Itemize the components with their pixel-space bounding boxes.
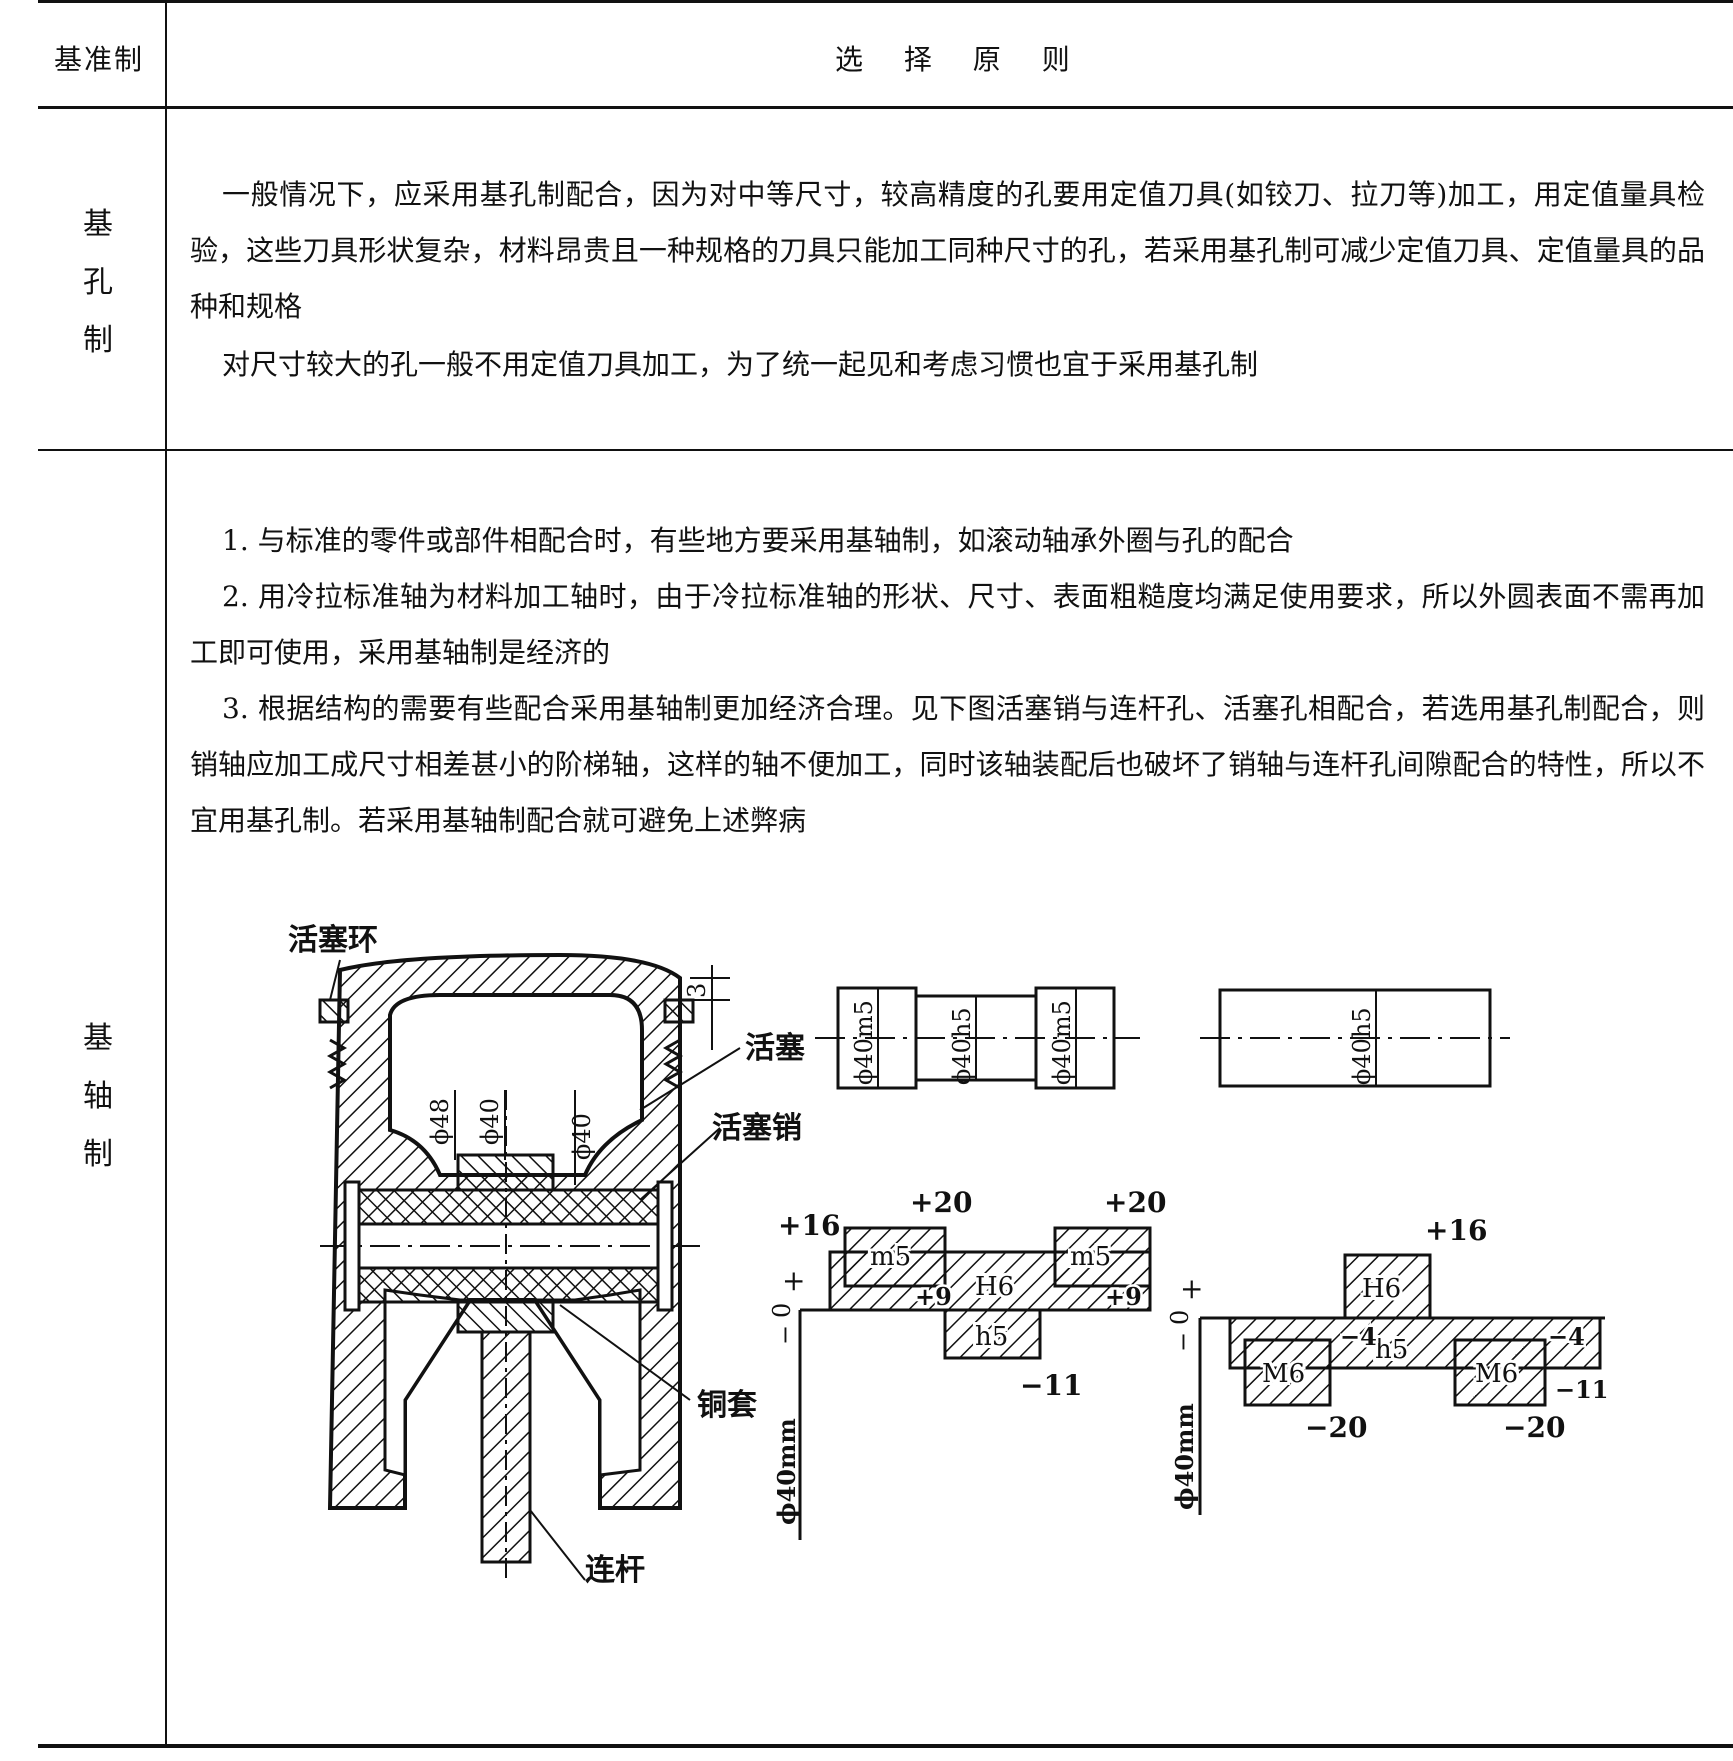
m5-right-label: m5 — [1070, 1242, 1111, 1272]
dim-40b-label: ϕ40 — [568, 1113, 596, 1160]
axis-diameter-label: ϕ40mm — [1170, 1403, 1199, 1510]
column-divider — [165, 0, 167, 1746]
ring-grooves-left — [326, 1038, 348, 1090]
piston-ring-left — [318, 998, 350, 1024]
row-label-char: 基 — [83, 207, 113, 242]
label-piston-ring: 活塞环 — [288, 923, 378, 958]
shaft-basis-paragraph-1: 1. 与标准的零件或部件相配合时，有些地方要采用基轴制，如滚动轴承外圈与孔的配合 — [222, 524, 1294, 557]
h5-label: h5 — [1375, 1335, 1408, 1365]
row-label-shaft-basis: 基 轴 制 — [38, 1010, 158, 1184]
m5-left-label: m5 — [870, 1242, 911, 1272]
value-plus9-right: +9 — [1105, 1282, 1142, 1311]
row1-bottom-rule — [38, 449, 1733, 451]
header-selection-principle: 选 择 原 则 — [835, 43, 1086, 76]
leader-ring — [329, 959, 341, 1001]
plain-shaft-drawing: ϕ40h5 — [1200, 988, 1510, 1088]
row-label-char: 制 — [83, 323, 113, 358]
zero-sign: 0 — [768, 1303, 796, 1318]
table-bottom-rule — [38, 1744, 1733, 1748]
hole-basis-tolerance-diagram: + 0 − ϕ40mm m5 m5 H6 h5 +16 +20 +20 +9 +… — [768, 1186, 1166, 1540]
value-minus11: −11 — [1555, 1375, 1609, 1404]
value-minus20-right: −20 — [1503, 1411, 1565, 1444]
ring-grooves-right — [662, 1038, 684, 1090]
piston-cavity — [388, 993, 644, 1177]
row-label-hole-basis: 基 孔 制 — [38, 196, 158, 370]
value-plus16: +16 — [1425, 1214, 1487, 1247]
label-piston-pin: 活塞销 — [712, 1111, 802, 1146]
value-plus9-left: +9 — [915, 1282, 952, 1311]
h5-label: h5 — [975, 1322, 1008, 1352]
m6-zone-left — [1243, 1338, 1332, 1407]
minus-sign: − — [1169, 1332, 1197, 1352]
leader-bushing — [559, 1304, 691, 1401]
shaft-basis-tolerance-diagram: + 0 − ϕ40mm H6 h5 M6 M6 +16 −4 −4 −11 −2… — [1166, 1214, 1609, 1515]
label-connecting-rod: 连杆 — [585, 1553, 645, 1588]
row-label-char: 孔 — [83, 265, 113, 300]
leader-pin — [639, 1127, 721, 1201]
value-minus20-left: −20 — [1305, 1411, 1367, 1444]
plus-sign: + — [782, 1264, 805, 1297]
stepped-left-label: ϕ40m5 — [850, 1000, 878, 1085]
label-copper-bushing: 铜套 — [697, 1388, 757, 1423]
row-label-char: 基 — [83, 1021, 113, 1056]
piston-pin-top — [348, 1188, 672, 1226]
table-top-rule — [38, 0, 1733, 3]
h6-label: H6 — [1362, 1274, 1401, 1304]
plain-shaft-label: ϕ40h5 — [1348, 1007, 1376, 1085]
dim-40a-label: ϕ40 — [476, 1098, 504, 1145]
plus-sign: + — [1180, 1272, 1203, 1305]
value-plus20-left: +20 — [910, 1186, 972, 1219]
piston-assembly-drawing: ϕ48 ϕ40 ϕ40 3 活塞环 活塞 活塞销 铜套 连杆 — [288, 923, 805, 1588]
hole-basis-paragraph-1: 一般情况下，应采用基孔制配合，因为对中等尺寸，较高精度的孔要用定值刀具(如铰刀、… — [190, 178, 1705, 323]
dim-48-label: ϕ48 — [426, 1098, 454, 1145]
stepped-mid-label: ϕ40h5 — [948, 1007, 976, 1085]
h6-label: H6 — [975, 1272, 1014, 1302]
header-basis-system: 基准制 — [54, 43, 145, 76]
row-label-char: 制 — [83, 1137, 113, 1172]
h6-hole-zone — [1343, 1253, 1432, 1320]
zero-sign: 0 — [1166, 1310, 1194, 1325]
stepped-shaft-drawing: ϕ40m5 ϕ40h5 ϕ40m5 — [815, 986, 1140, 1090]
piston-pin-bottom — [348, 1266, 672, 1304]
value-plus20-right: +20 — [1104, 1186, 1166, 1219]
row-label-char: 轴 — [83, 1079, 113, 1114]
piston-ring-right — [663, 998, 695, 1024]
pin-end-left — [343, 1180, 361, 1312]
label-piston: 活塞 — [745, 1031, 805, 1066]
hole-basis-paragraph-2: 对尺寸较大的孔一般不用定值刀具加工，为了统一起见和考虑习惯也宜于采用基孔制 — [222, 348, 1259, 381]
m6-left-label: M6 — [1262, 1359, 1305, 1389]
leader-rod — [529, 1509, 586, 1581]
leader-piston — [639, 1047, 741, 1111]
m6-zone-right — [1453, 1338, 1547, 1407]
m6-right-label: M6 — [1475, 1359, 1518, 1389]
value-minus4-right: −4 — [1548, 1322, 1585, 1351]
value-minus11: −11 — [1020, 1369, 1082, 1402]
pin-end-right — [656, 1180, 674, 1312]
shaft-basis-paragraph-3: 3. 根据结构的需要有些配合采用基轴制更加经济合理。见下图活塞销与连杆孔、活塞孔… — [190, 692, 1705, 837]
value-minus4-left: −4 — [1340, 1322, 1377, 1351]
minus-sign: − — [771, 1325, 799, 1345]
m5-zone-left — [843, 1226, 947, 1288]
axis-diameter-label: ϕ40mm — [772, 1418, 801, 1525]
dim-3-label: 3 — [683, 983, 711, 998]
stepped-right-label: ϕ40m5 — [1048, 1000, 1076, 1085]
header-bottom-rule — [38, 106, 1733, 109]
h5-shaft-zone — [943, 1308, 1042, 1360]
value-plus16: +16 — [778, 1209, 840, 1242]
shaft-basis-paragraph-2: 2. 用冷拉标准轴为材料加工轴时，由于冷拉标准轴的形状、尺寸、表面粗糙度均满足使… — [190, 580, 1705, 669]
m5-zone-right — [1053, 1226, 1152, 1288]
